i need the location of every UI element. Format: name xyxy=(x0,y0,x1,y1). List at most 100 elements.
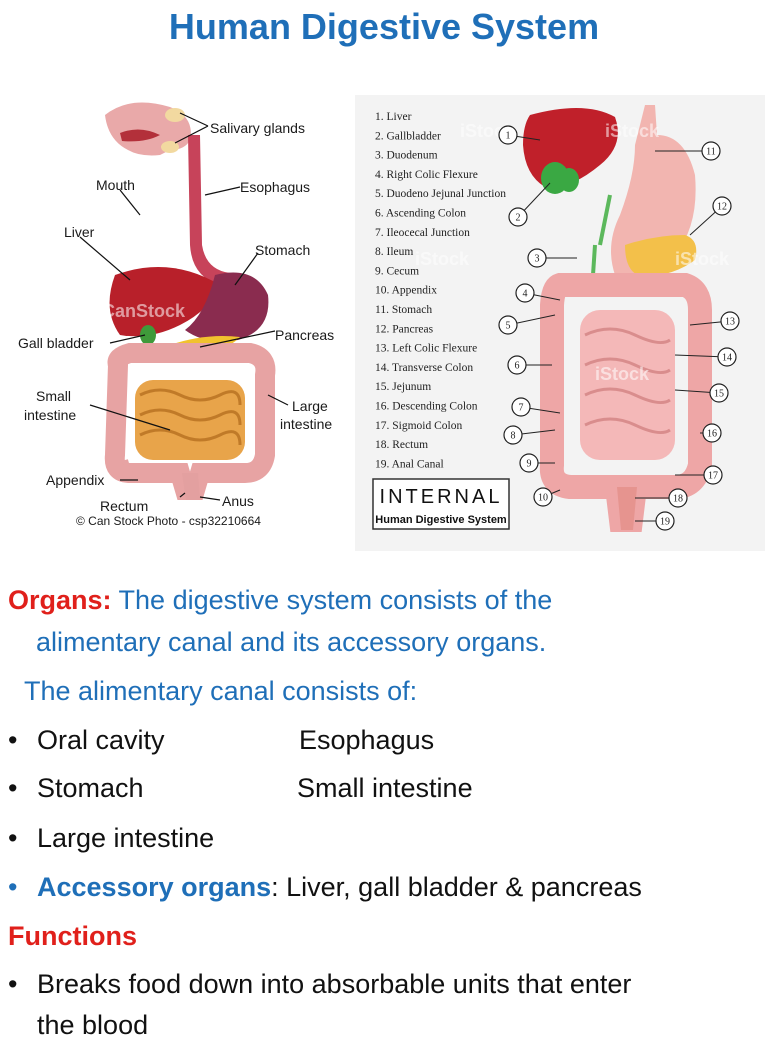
bullet: • xyxy=(8,725,18,755)
legend-item: 15. Jejunum xyxy=(375,381,431,393)
gallbladder-shape xyxy=(140,325,156,345)
item-large-intestine: Large intestine xyxy=(37,823,215,853)
legend-item: 18. Rectum xyxy=(375,439,428,451)
function-1-text: Breaks food down into absorbable units t… xyxy=(37,969,632,999)
appendix-shape xyxy=(122,459,141,483)
watermark-istock-5: iStock xyxy=(595,364,650,384)
marker-number: 6 xyxy=(515,361,520,372)
legend-item: 12. Pancreas xyxy=(375,323,434,335)
rectum-shape xyxy=(617,487,637,530)
legend-item: 19. Anal Canal xyxy=(375,458,444,470)
marker-number: 3 xyxy=(535,254,540,265)
legend-item: 2. Gallbladder xyxy=(375,130,441,142)
label-liver: Liver xyxy=(64,224,95,240)
legend-item: 17. Sigmoid Colon xyxy=(375,420,462,432)
marker-number: 15 xyxy=(714,389,724,400)
watermark-istock-4: iStock xyxy=(675,249,730,269)
marker-circle xyxy=(717,347,737,367)
marker-circle xyxy=(498,125,518,145)
item-small-intestine: Small intestine xyxy=(297,773,473,803)
esophagus-shape xyxy=(188,135,230,285)
large-intestine-shape xyxy=(104,343,276,500)
label-gall-bladder: Gall bladder xyxy=(18,335,94,351)
page-title: Human Digestive System xyxy=(168,6,600,47)
marker-circle xyxy=(519,453,539,473)
marker-number: 13 xyxy=(725,317,735,328)
stomach-shape xyxy=(611,105,696,279)
organs-line-2: alimentary canal and its accessory organ… xyxy=(36,627,547,657)
small-intestine-shape xyxy=(580,310,675,460)
rectum-shape xyxy=(182,473,200,500)
legend-item: 11. Stomach xyxy=(375,304,432,316)
badge-subtitle: Human Digestive System xyxy=(375,514,507,526)
label-rectum: Rectum xyxy=(100,498,148,514)
marker-circle xyxy=(655,511,675,531)
marker-circle xyxy=(533,487,553,507)
accessory-text: : Liver, gall bladder & pancreas xyxy=(271,872,642,902)
gallbladder-shape-2 xyxy=(559,168,579,192)
legend-item: 10. Appendix xyxy=(375,285,437,297)
legend-item: 1. Liver xyxy=(375,111,412,123)
functions-heading: Functions xyxy=(8,921,137,951)
image-credit: © Can Stock Photo - csp32210664 xyxy=(76,514,261,528)
marker-circle xyxy=(712,196,732,216)
label-esophagus: Esophagus xyxy=(240,179,310,195)
watermark-canstock: CanStock xyxy=(102,301,186,321)
bullet: • xyxy=(8,773,18,803)
legend-item: 8. Ileum xyxy=(375,246,413,258)
marker-circle xyxy=(508,207,528,227)
marker-number: 5 xyxy=(506,321,511,332)
label-pancreas: Pancreas xyxy=(275,327,334,343)
liver-shape xyxy=(109,267,220,337)
tongue-shape xyxy=(120,129,160,142)
accessory-label: Accessory organs xyxy=(37,872,272,902)
marker-circle xyxy=(703,465,723,485)
bile-duct xyxy=(591,194,612,276)
label-salivary-glands: Salivary glands xyxy=(210,120,305,136)
item-oral-cavity: Oral cavity xyxy=(37,725,165,755)
item-stomach: Stomach xyxy=(37,773,144,803)
marker-circle xyxy=(503,425,523,445)
label-small-1: Small xyxy=(36,388,71,404)
marker-number: 9 xyxy=(527,459,532,470)
small-intestine-loops xyxy=(584,327,671,435)
marker-circle xyxy=(511,397,531,417)
marker-number: 1 xyxy=(506,131,511,142)
organs-line-1: Organs: The digestive system consists of… xyxy=(8,585,768,616)
marker-number: 8 xyxy=(511,431,516,442)
organs-text-1: The digestive system consists of the xyxy=(111,585,553,615)
small-intestine-loops xyxy=(139,388,242,446)
marker-number: 18 xyxy=(673,494,683,505)
marker-circle xyxy=(515,283,535,303)
marker-number: 2 xyxy=(516,213,521,224)
bullet: • xyxy=(8,872,18,902)
watermark-istock-2: iStock xyxy=(605,121,660,141)
marker-number: 14 xyxy=(722,353,732,364)
canal-line: The alimentary canal consists of: xyxy=(24,676,418,706)
legend-item: 5. Duodeno Jejunal Junction xyxy=(375,188,506,200)
salivary-gland-shape xyxy=(165,108,185,122)
organs-label: Organs: xyxy=(8,585,112,615)
salivary-gland-shape-2 xyxy=(161,141,179,153)
marker-number: 16 xyxy=(707,429,717,440)
marker-circle xyxy=(709,383,729,403)
marker-number: 12 xyxy=(717,202,727,213)
marker-circle xyxy=(720,311,740,331)
marker-circle xyxy=(507,355,527,375)
marker-circle xyxy=(527,248,547,268)
function-1-continued: the blood xyxy=(37,1010,149,1040)
bullet: • xyxy=(8,823,18,853)
marker-number: 17 xyxy=(708,471,718,482)
marker-number: 4 xyxy=(523,289,528,300)
label-small-2: intestine xyxy=(24,407,76,423)
bullet: • xyxy=(8,969,18,999)
legend-item: 4. Right Colic Flexure xyxy=(375,169,478,181)
label-stomach: Stomach xyxy=(255,242,310,258)
label-anus: Anus xyxy=(222,493,254,509)
marker-circle xyxy=(701,141,721,161)
marker-circle xyxy=(498,315,518,335)
digestive-diagram-canstock: Salivary glands Mouth Esophagus Liver St… xyxy=(10,95,355,545)
